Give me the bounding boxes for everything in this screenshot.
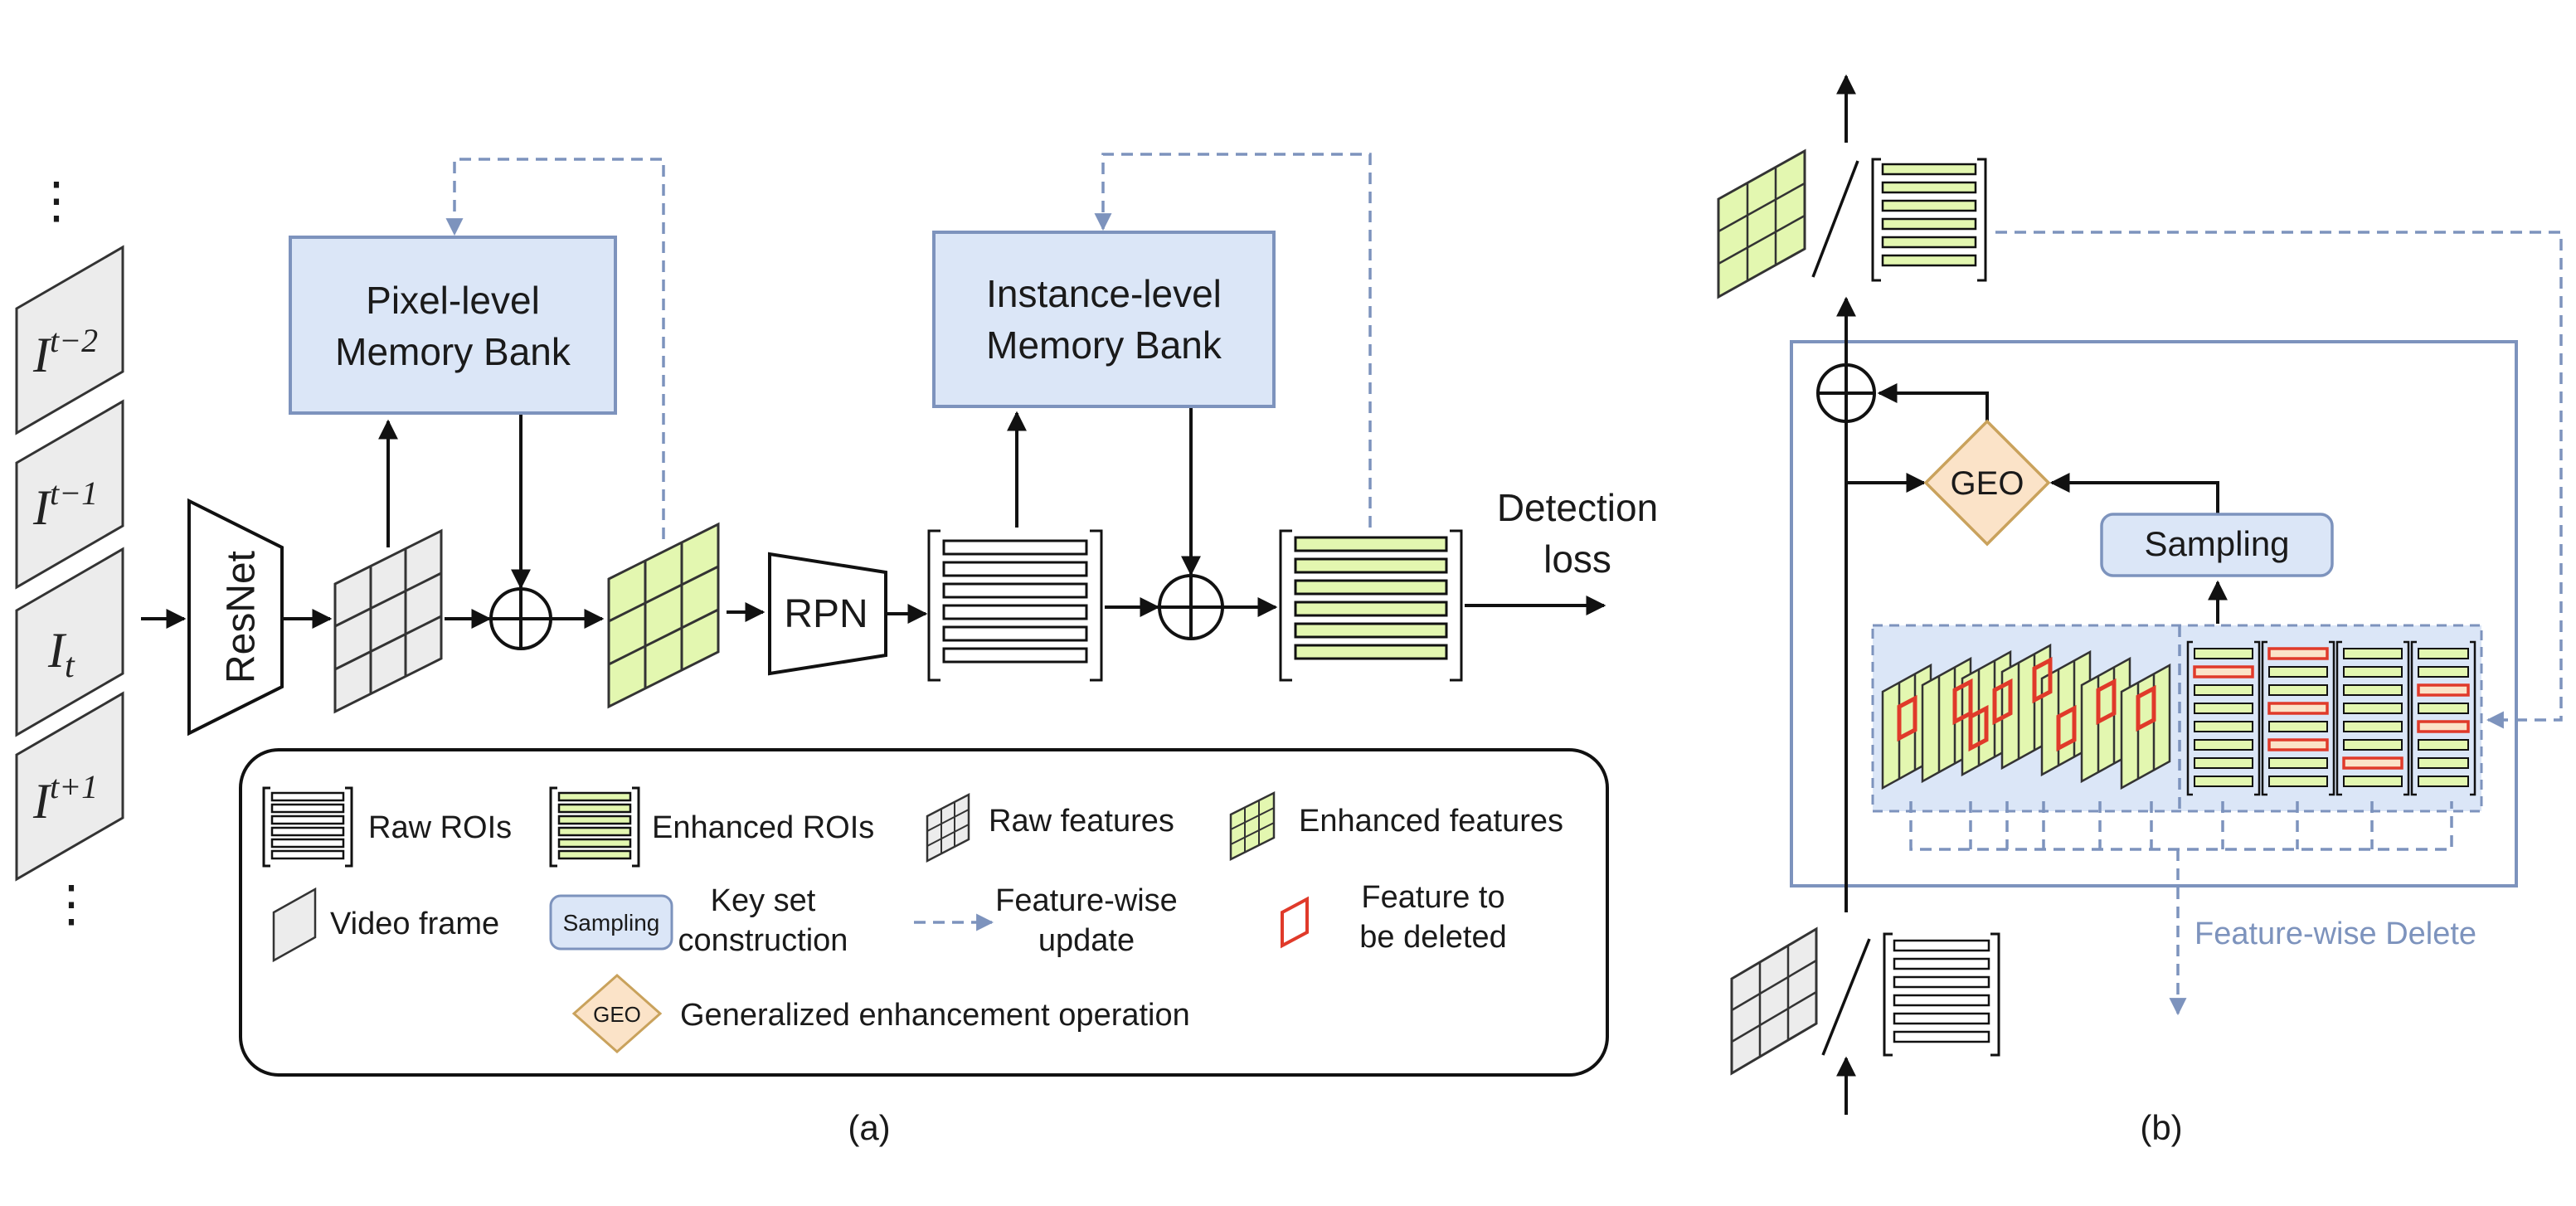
- frame-label: It+1: [32, 768, 98, 829]
- legend-video-frame: Video frame: [272, 887, 499, 963]
- video-frame: It: [15, 547, 124, 737]
- enhanced-rois-stack: [1279, 529, 1463, 682]
- video-frame: It+1: [15, 691, 124, 882]
- video-frames: ⋮ It−2 It−1 It It+1 ⋮: [15, 173, 124, 931]
- feature-wise-delete-label: Feature-wise Delete: [2194, 917, 2476, 951]
- slash-bottom: [1821, 938, 1871, 1056]
- resnet-block: ResNet: [187, 498, 284, 737]
- legend-enhanced-features: Enhanced features: [1229, 790, 1563, 862]
- rpn-label: RPN: [784, 592, 868, 636]
- legend-delete-line2: be deleted: [1359, 920, 1507, 955]
- instance-bank-line1: Instance-level: [986, 272, 1222, 315]
- update-key-set: [1995, 231, 2563, 729]
- legend-key-set-line2: construction: [678, 923, 848, 958]
- input-raw-grid: [1730, 926, 1818, 1076]
- arrow-geo-sum: [1877, 383, 1989, 425]
- module-box: [1790, 340, 2518, 887]
- video-frame: It−2: [15, 245, 124, 435]
- input-raw-rois: [1883, 932, 2000, 1057]
- geo-node: GEO: [1923, 419, 2051, 547]
- update-instance-bank: [1094, 153, 1372, 528]
- frame-label: It: [47, 623, 75, 685]
- panel-a: ⋮ It−2 It−1 It It+1 ⋮ ResNet: [15, 153, 1658, 1147]
- ellipsis-top: ⋮: [32, 173, 81, 228]
- output-enhanced-rois: [1871, 158, 1987, 282]
- raw-rois-stack: [927, 529, 1103, 682]
- legend-enhanced-rois: Enhanced ROIs: [549, 786, 874, 868]
- pixel-bank-line2: Memory Bank: [335, 330, 571, 373]
- output-enhanced-grid: [1717, 148, 1806, 299]
- key-set-region: [1871, 624, 2483, 813]
- legend-raw-features-label: Raw features: [989, 804, 1174, 839]
- instance-memory-bank: Instance-level Memory Bank: [932, 231, 1276, 408]
- legend-key-set-line1: Key set: [711, 883, 816, 918]
- legend-feature-delete: Feature to be deleted: [1281, 880, 1507, 955]
- arrow-sampling-geo: [2049, 473, 2219, 514]
- caption-b: (b): [2140, 1108, 2182, 1147]
- panel-b: GEO Sampling: [1717, 74, 2563, 1147]
- frame-label: It−1: [32, 474, 98, 535]
- legend-geo-desc: Generalized enhancement operation: [680, 998, 1190, 1033]
- detection-loss-line1: Detection: [1497, 486, 1658, 529]
- delete-markers-maps: [1897, 656, 2156, 752]
- sum-node-instance: [1158, 574, 1224, 640]
- caption-a: (a): [848, 1108, 890, 1147]
- key-roi-stacks: [2186, 640, 2476, 796]
- frame-label: It−2: [32, 322, 98, 382]
- pixel-bank-line1: Pixel-level: [366, 279, 540, 322]
- raw-feature-grid: [333, 528, 443, 714]
- rpn-block: RPN: [768, 552, 887, 676]
- enhanced-feature-grid: [607, 522, 720, 709]
- legend-raw-rois: Raw ROIs: [262, 786, 512, 868]
- legend-enhanced-rois-label: Enhanced ROIs: [652, 810, 874, 845]
- legend: Raw ROIs Enhanced ROIs: [239, 748, 1609, 1077]
- pixel-memory-bank: Pixel-level Memory Bank: [289, 236, 617, 415]
- instance-bank-line2: Memory Bank: [986, 323, 1222, 367]
- sampling-node: Sampling: [2100, 513, 2334, 577]
- sum-node-pixel: [489, 587, 552, 650]
- update-pixel-bank: [445, 158, 665, 539]
- legend-sampling: Sampling Key set construction: [549, 883, 848, 958]
- legend-sampling-chip: Sampling: [563, 910, 660, 936]
- legend-geo: GEO Generalized enhancement operation: [571, 973, 1190, 1054]
- legend-geo-chip: GEO: [593, 1002, 641, 1027]
- sampling-label: Sampling: [2144, 524, 2289, 563]
- resnet-label: ResNet: [220, 551, 264, 683]
- video-frame: It−1: [15, 399, 124, 590]
- delete-bracket: [1909, 801, 2453, 1016]
- legend-raw-features: Raw features: [926, 792, 1174, 863]
- legend-delete-line1: Feature to: [1361, 880, 1504, 915]
- ellipsis-bottom: ⋮: [46, 876, 96, 931]
- detection-loss-line2: loss: [1543, 537, 1611, 581]
- legend-update-line1: Feature-wise: [995, 883, 1178, 918]
- legend-update-line2: update: [1038, 923, 1135, 958]
- legend-enhanced-features-label: Enhanced features: [1299, 804, 1563, 839]
- sum-node-b: [1816, 363, 1876, 423]
- legend-video-frame-label: Video frame: [330, 907, 499, 941]
- geo-label: GEO: [1951, 465, 2024, 502]
- legend-feature-update: Feature-wise update: [914, 883, 1178, 958]
- legend-raw-rois-label: Raw ROIs: [368, 810, 512, 845]
- slash-top: [1811, 160, 1859, 278]
